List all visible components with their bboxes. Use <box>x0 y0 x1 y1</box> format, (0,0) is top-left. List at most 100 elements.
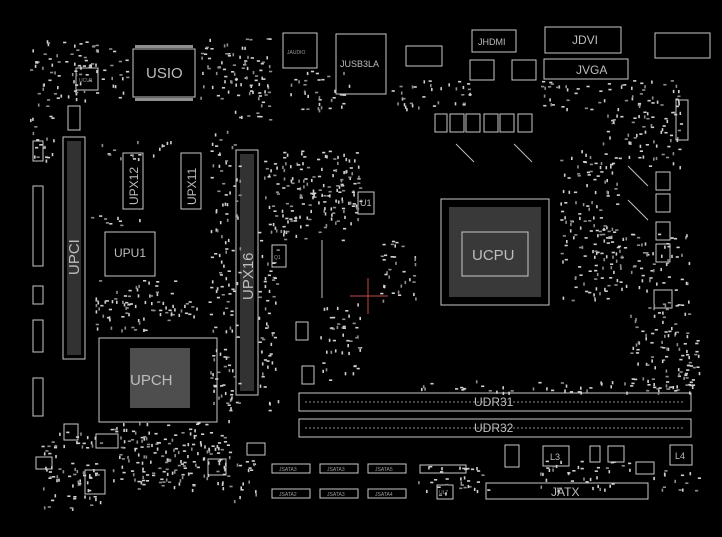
pad <box>174 447 178 450</box>
pad <box>212 355 216 357</box>
pad <box>337 200 340 204</box>
udr32-slot: UDR32 <box>298 418 692 438</box>
pad <box>56 54 58 58</box>
pad <box>227 404 231 406</box>
pad <box>320 336 322 340</box>
pad <box>255 490 257 494</box>
pad <box>650 124 653 128</box>
pad <box>683 376 685 380</box>
pad <box>88 489 92 492</box>
pad <box>631 121 635 124</box>
pad <box>223 365 227 368</box>
pad <box>261 61 265 64</box>
pad <box>310 70 315 73</box>
pad <box>231 249 235 252</box>
pad <box>671 254 673 258</box>
pad <box>266 56 268 60</box>
pad <box>202 71 204 75</box>
pad <box>676 343 679 347</box>
pad <box>118 96 122 99</box>
pad <box>460 484 464 486</box>
pad <box>380 292 384 295</box>
pad <box>667 259 671 261</box>
pad <box>352 372 355 376</box>
pad <box>662 125 666 127</box>
pad <box>151 443 153 448</box>
pad <box>86 436 89 440</box>
pad <box>232 290 237 292</box>
pad <box>297 164 301 166</box>
pad <box>128 289 132 292</box>
pad <box>290 93 292 97</box>
pad <box>165 306 167 310</box>
pad <box>320 106 323 110</box>
pad <box>611 251 615 254</box>
pad <box>577 391 581 393</box>
pad <box>184 304 186 308</box>
pad <box>566 108 568 112</box>
pad <box>682 488 684 492</box>
pad <box>240 486 242 490</box>
pad <box>336 325 339 329</box>
pad <box>614 157 618 159</box>
pad <box>332 316 336 319</box>
pad <box>268 355 272 357</box>
pad <box>120 446 124 449</box>
pad <box>462 467 466 470</box>
pad <box>75 91 79 94</box>
pad <box>269 353 273 355</box>
pad <box>355 326 359 329</box>
pad <box>99 442 104 444</box>
pad <box>264 94 268 96</box>
pad <box>308 218 312 221</box>
pad <box>551 389 555 392</box>
pad <box>30 69 34 71</box>
pad <box>126 76 130 79</box>
pad <box>625 237 628 241</box>
pad <box>315 72 319 75</box>
pad <box>353 193 355 197</box>
pad <box>342 333 344 337</box>
pad <box>121 465 124 469</box>
pad <box>330 217 333 221</box>
pad <box>226 356 230 359</box>
pad <box>606 179 608 183</box>
pad <box>329 379 333 381</box>
pad <box>603 227 605 231</box>
pad <box>611 119 615 122</box>
pad <box>300 194 303 198</box>
pad <box>46 468 48 472</box>
pad <box>270 342 273 346</box>
pad <box>409 102 413 105</box>
pad <box>610 461 614 464</box>
pad <box>143 317 145 321</box>
pad <box>272 262 276 264</box>
pad <box>239 179 241 183</box>
pad <box>664 117 668 120</box>
pad <box>340 179 343 183</box>
pad <box>654 329 658 331</box>
pad <box>462 102 466 105</box>
pad <box>95 323 99 326</box>
pad <box>646 254 650 256</box>
pad <box>577 165 579 169</box>
pad <box>550 83 554 85</box>
pad <box>678 102 680 106</box>
pad <box>467 480 471 482</box>
pad <box>470 468 475 471</box>
pad <box>141 479 146 482</box>
pad <box>274 226 277 230</box>
pad <box>140 481 143 485</box>
pad <box>339 94 343 96</box>
pad <box>247 469 250 473</box>
pad <box>220 170 224 172</box>
pad <box>318 231 322 234</box>
pad <box>667 301 671 304</box>
pad <box>209 38 211 42</box>
pad <box>674 289 678 291</box>
pad <box>134 448 136 452</box>
pad <box>583 282 585 286</box>
pad <box>276 283 280 285</box>
pad <box>349 201 352 205</box>
pad <box>567 472 570 476</box>
